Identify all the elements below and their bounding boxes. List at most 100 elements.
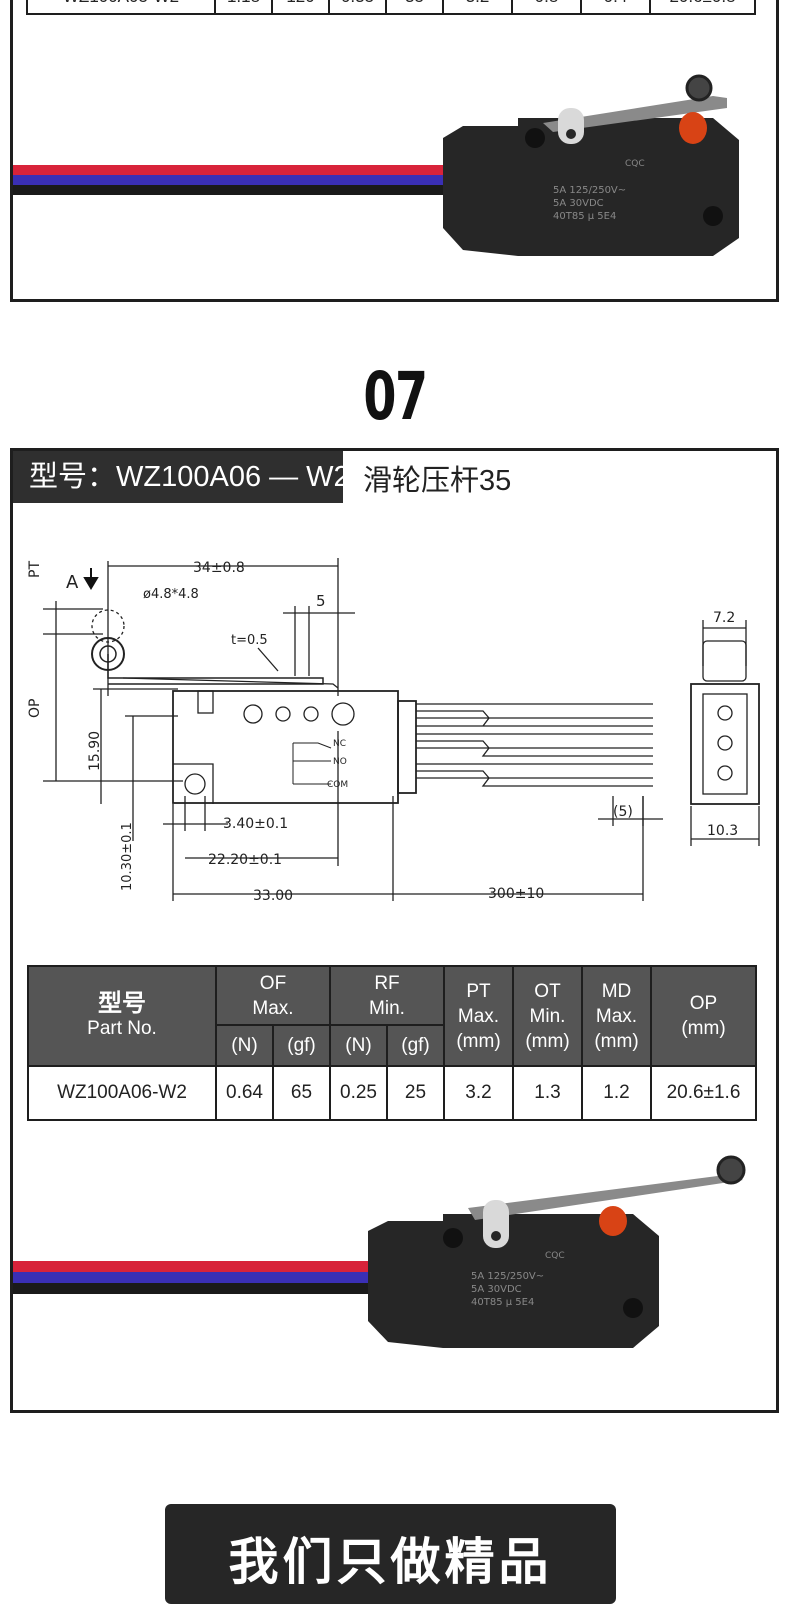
header-md-line1: MD [601, 980, 632, 1002]
dim-3300: 33.00 [253, 888, 293, 904]
dim-340: 3.40±0.1 [223, 816, 288, 832]
header-md-line2: Max. [595, 1005, 638, 1027]
header-rf: RF Min. [329, 964, 445, 1027]
roller [685, 74, 713, 102]
header-ot-line3: (mm) [525, 1030, 570, 1052]
terminal-clip [558, 108, 584, 144]
product-panel: 型号：WZ100A06 — W2 滑轮压杆35 PT A 34±0.8 ø4.8… [10, 448, 779, 1413]
cell-rf-n: 0.35 [328, 0, 387, 15]
cell-op: 20.6±1.6 [650, 1065, 757, 1121]
cell-rf-n: 0.25 [329, 1065, 388, 1121]
spec-table: 型号 Part No. OF Max. RF Min. PT Max. (mm)… [27, 964, 757, 1121]
cell-part-no: WZ100A06-W2 [27, 1065, 217, 1121]
header-pt-line2: Max. [457, 1005, 500, 1027]
dim-72: 7.2 [713, 610, 735, 626]
header-md-line3: (mm) [594, 1030, 639, 1052]
marking-line2: 5A 30VDC [471, 1284, 522, 1295]
cell-pt: 3.2 [443, 1065, 514, 1121]
label-nc: NC [333, 739, 346, 749]
table-row: WZ100A06-W2 0.64 65 0.25 25 3.2 1.3 1.2 … [27, 1065, 757, 1121]
dim-2220: 22.20±0.1 [208, 852, 282, 868]
dim-paren5: (5) [613, 804, 633, 820]
dim-5: 5 [316, 592, 326, 610]
header-rf-line2: Min. [369, 997, 405, 1019]
cell-ot: 1.3 [512, 1065, 583, 1121]
red-wire [13, 165, 443, 175]
marking-line1: 5A 125/250V~ [471, 1271, 544, 1282]
header-op-line2: (mm) [681, 1018, 726, 1039]
table-row: WZ100A05-W2 1.18 120 0.35 35 3.2 0.8 0.4… [26, 0, 756, 15]
label-op: OP [27, 699, 43, 718]
header-pt-line1: PT [466, 980, 491, 1002]
switch-body [443, 118, 739, 256]
header-of-line2: Max. [252, 997, 294, 1019]
cell-of-gf: 65 [272, 1065, 331, 1121]
dim-roller: ø4.8*4.8 [143, 587, 199, 602]
dim-1590: 15.90 [87, 731, 103, 771]
header-of: OF Max. [215, 964, 331, 1027]
header-part-en: Part No. [87, 1018, 157, 1039]
plunger [679, 112, 707, 144]
header-op: OP (mm) [650, 965, 757, 1067]
switch-photo: 5A 125/250V~ 5A 30VDC 40T85 µ 5E4 CQC [13, 1155, 746, 1348]
switch-body [368, 1214, 659, 1348]
marking-line2: 5A 30VDC [553, 198, 604, 209]
previous-product-panel: WZ100A05-W2 1.18 120 0.35 35 3.2 0.8 0.4… [10, 0, 779, 302]
slogan-banner: 我们只做精品 [165, 1504, 616, 1604]
label-pt: PT [27, 561, 43, 578]
model-description: 滑轮压杆35 [363, 465, 512, 497]
header-ot-line2: Min. [529, 1005, 566, 1027]
cell-op: 20.6±0.8 [649, 0, 756, 15]
label-a: A [66, 572, 79, 593]
header-part-cn: 型号 [98, 990, 146, 1017]
dim-103: 10.3 [707, 823, 738, 839]
black-wire [13, 1283, 373, 1294]
switch-photo: 5A 125/250V~ 5A 30VDC 40T85 µ 5E4 CQC [13, 74, 739, 256]
section-number: 07 [363, 358, 428, 435]
header-ot-line1: OT [534, 980, 561, 1002]
red-wire [13, 1261, 373, 1272]
marking-line3: 40T85 µ 5E4 [553, 211, 616, 222]
roller [716, 1155, 746, 1185]
cell-part-no: WZ100A05-W2 [26, 0, 216, 15]
cqc-mark: CQC [545, 1251, 565, 1261]
label-no: NO [333, 757, 347, 767]
cell-md: 0.4 [580, 0, 651, 15]
header-ot: OT Min. (mm) [512, 965, 583, 1067]
cell-rf-gf: 35 [385, 0, 444, 15]
blue-wire [13, 1272, 373, 1283]
header-of-line1: OF [259, 972, 287, 994]
terminal-clip [483, 1200, 509, 1248]
cell-of-gf: 120 [271, 0, 330, 15]
header-md: MD Max. (mm) [581, 965, 652, 1067]
cqc-mark: CQC [625, 159, 645, 169]
header-pt: PT Max. (mm) [443, 965, 514, 1067]
cell-pt: 3.2 [442, 0, 513, 15]
technical-drawing: PT A 34±0.8 ø4.8*4.8 5 t=0.5 OP 15.90 [27, 558, 760, 904]
marking-line1: 5A 125/250V~ [553, 185, 626, 196]
cell-ot: 0.8 [511, 0, 582, 15]
blue-wire [13, 175, 443, 185]
unit-rf-gf: (gf) [386, 1024, 445, 1067]
unit-rf-n: (N) [329, 1024, 388, 1067]
unit-of-n: (N) [215, 1024, 274, 1067]
lever-arm [468, 1174, 743, 1220]
table-header-row: 型号 Part No. OF Max. RF Min. PT Max. (mm)… [27, 964, 757, 1067]
header-rf-line1: RF [374, 972, 400, 994]
previous-spec-table: WZ100A05-W2 1.18 120 0.35 35 3.2 0.8 0.4… [26, 0, 756, 15]
cell-rf-gf: 25 [386, 1065, 445, 1121]
arrow-down-icon [83, 568, 99, 590]
marking-line3: 40T85 µ 5E4 [471, 1297, 534, 1308]
banner-text: 我们只做精品 [228, 1534, 553, 1590]
cell-md: 1.2 [581, 1065, 652, 1121]
dim-300: 300±10 [488, 886, 544, 902]
plunger [599, 1206, 627, 1236]
table-unit-row: (N) (gf) (N) (gf) [28, 1024, 756, 1067]
header-pt-line3: (mm) [456, 1030, 501, 1052]
lever-arm [543, 96, 727, 132]
header-part-no: 型号 Part No. [27, 965, 217, 1067]
model-label: 型号：WZ100A06 — W2 [13, 451, 350, 503]
cell-of-n: 0.64 [215, 1065, 274, 1121]
header-op-line1: OP [689, 993, 718, 1014]
unit-of-gf: (gf) [272, 1024, 331, 1067]
